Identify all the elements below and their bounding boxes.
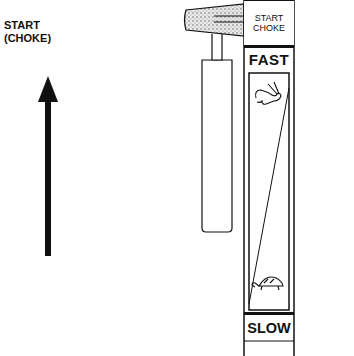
- plate-text: START CHOKE: [246, 13, 292, 34]
- plate-text: SLOW: [247, 320, 291, 337]
- turtle-icon: [252, 277, 283, 290]
- speed-panel: [249, 73, 289, 310]
- direction-arrow: [38, 76, 58, 256]
- label-plate: [244, 0, 294, 356]
- choke-cell: START CHOKE: [244, 0, 294, 48]
- speed-slow-cell: SLOW: [244, 312, 294, 341]
- rabbit-icon: [256, 82, 281, 104]
- speed-fast-cell: FAST: [244, 48, 294, 72]
- throttle-lever: [185, 4, 245, 232]
- plate-text: FAST: [249, 51, 289, 68]
- control-label: START (CHOKE): [4, 19, 74, 45]
